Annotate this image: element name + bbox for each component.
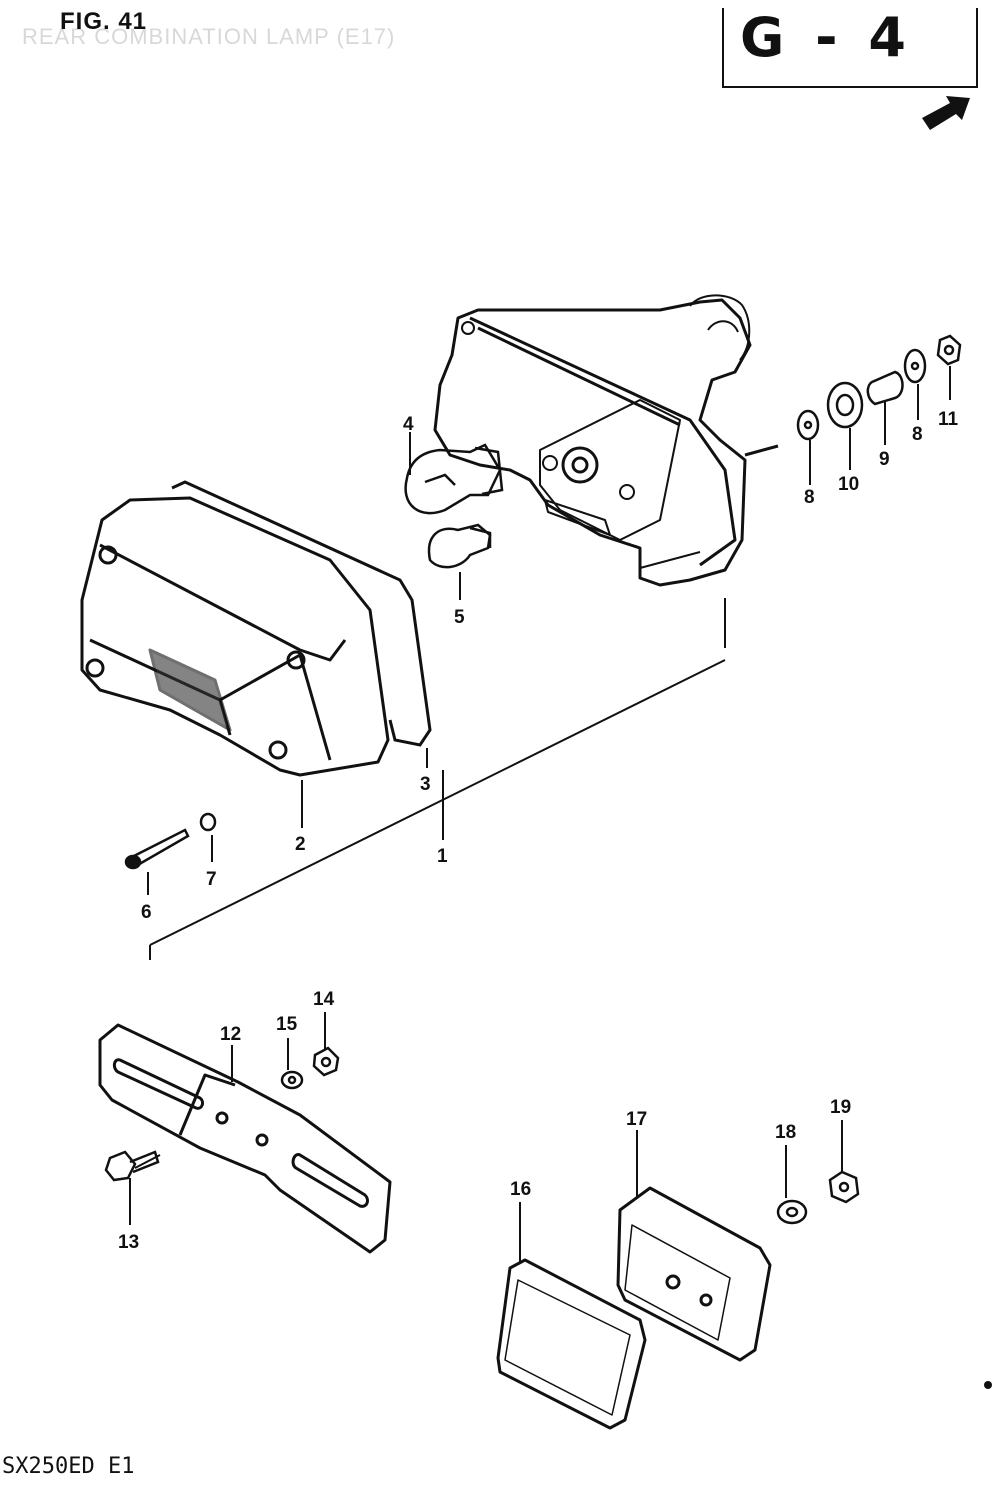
license-bracket: [98, 1023, 392, 1254]
callout-16: 16: [510, 1179, 531, 1200]
callout-labels: 1 2 3 4 5 6 7 8 8 9 10 11 12 13 14 15 16…: [118, 409, 959, 1253]
callout-15: 15: [276, 1014, 298, 1035]
bracket-washer: [280, 1070, 304, 1090]
callout-1: 1: [437, 846, 448, 867]
tail-lamp-bulb: [427, 523, 492, 569]
direction-arrow-icon: [922, 96, 970, 130]
figure-number: FIG. 41: [60, 8, 148, 35]
nut-11: [936, 334, 962, 366]
model-code: SX250ED E1: [2, 1454, 135, 1479]
lens-gasket: [171, 480, 432, 747]
callout-19: 19: [830, 1097, 851, 1118]
stop-lamp-bulb: [404, 443, 504, 515]
callout-8b: 8: [912, 424, 923, 445]
mounting-hardware: [796, 334, 962, 441]
lamp-housing: [433, 294, 779, 587]
callout-8a: 8: [804, 487, 815, 508]
callout-7: 7: [206, 869, 217, 890]
callout-10: 10: [838, 474, 859, 495]
callout-9: 9: [879, 449, 890, 470]
callout-3: 3: [420, 774, 431, 795]
washer-8a: [796, 409, 820, 441]
spacer-9: [866, 370, 904, 406]
reflector-case: [616, 1186, 772, 1362]
reflector-washer: [776, 1199, 808, 1225]
callout-5: 5: [454, 607, 465, 628]
section-code: G - 4: [740, 6, 912, 69]
callout-18: 18: [775, 1122, 796, 1143]
edge-dot: [984, 1381, 992, 1389]
screw-washer: [199, 812, 217, 832]
grommet-10: [826, 381, 864, 429]
callout-13: 13: [118, 1232, 139, 1253]
callout-11: 11: [938, 409, 959, 430]
callout-12: 12: [220, 1024, 241, 1045]
leader-lines: [129, 366, 951, 1262]
bracket-nut: [312, 1046, 340, 1077]
washer-8b: [903, 348, 927, 384]
lamp-lens: [80, 496, 390, 777]
callout-17: 17: [626, 1109, 647, 1130]
diagram-title: REAR COMBINATION LAMP (E17): [22, 24, 396, 49]
callout-2: 2: [295, 834, 306, 855]
callout-6: 6: [141, 902, 152, 923]
callout-14: 14: [313, 989, 335, 1010]
callout-4: 4: [403, 414, 414, 435]
lens-screw: [124, 828, 190, 870]
reflector: [496, 1258, 647, 1430]
section-code-box: [722, 8, 978, 88]
reflector-nut: [828, 1170, 860, 1204]
bracket-bolt: [104, 1150, 160, 1182]
